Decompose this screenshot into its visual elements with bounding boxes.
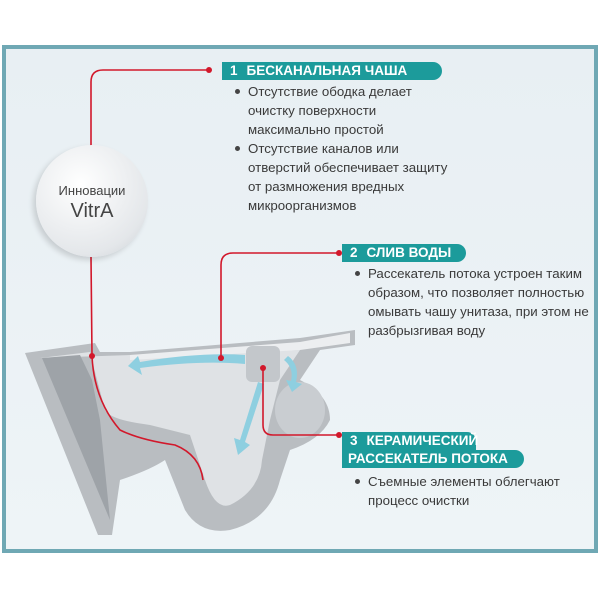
callout-lines — [90, 69, 339, 481]
feature-1-bullets: Отсутствие ободка делает очистку поверхн… — [230, 82, 448, 215]
list-item: Рассекатель потока устроен таким образом… — [355, 264, 598, 340]
list-item: Отсутствие каналов или отверстий обеспеч… — [235, 141, 448, 213]
flow-arrow-icon — [234, 382, 264, 455]
logo-line1: Инновации — [58, 183, 126, 198]
vitra-innovation-logo: Инновации VitrA — [36, 145, 148, 257]
logo-line2: VitrA — [70, 200, 114, 222]
list-item: Съемные элементы облегчают процесс очист… — [355, 472, 598, 510]
feature-2-bullets: Рассекатель потока устроен таким образом… — [350, 264, 598, 340]
flow-arrow-icon — [128, 354, 245, 375]
list-item: Отсутствие ободка делает очистку поверхн… — [235, 82, 448, 139]
flow-arrow-icon — [284, 356, 302, 392]
feature-3-bullets: Съемные элементы облегчают процесс очист… — [350, 472, 598, 510]
feature-3-title-line2: РАССЕКАТЕЛЬ ПОТОКА — [342, 450, 524, 468]
